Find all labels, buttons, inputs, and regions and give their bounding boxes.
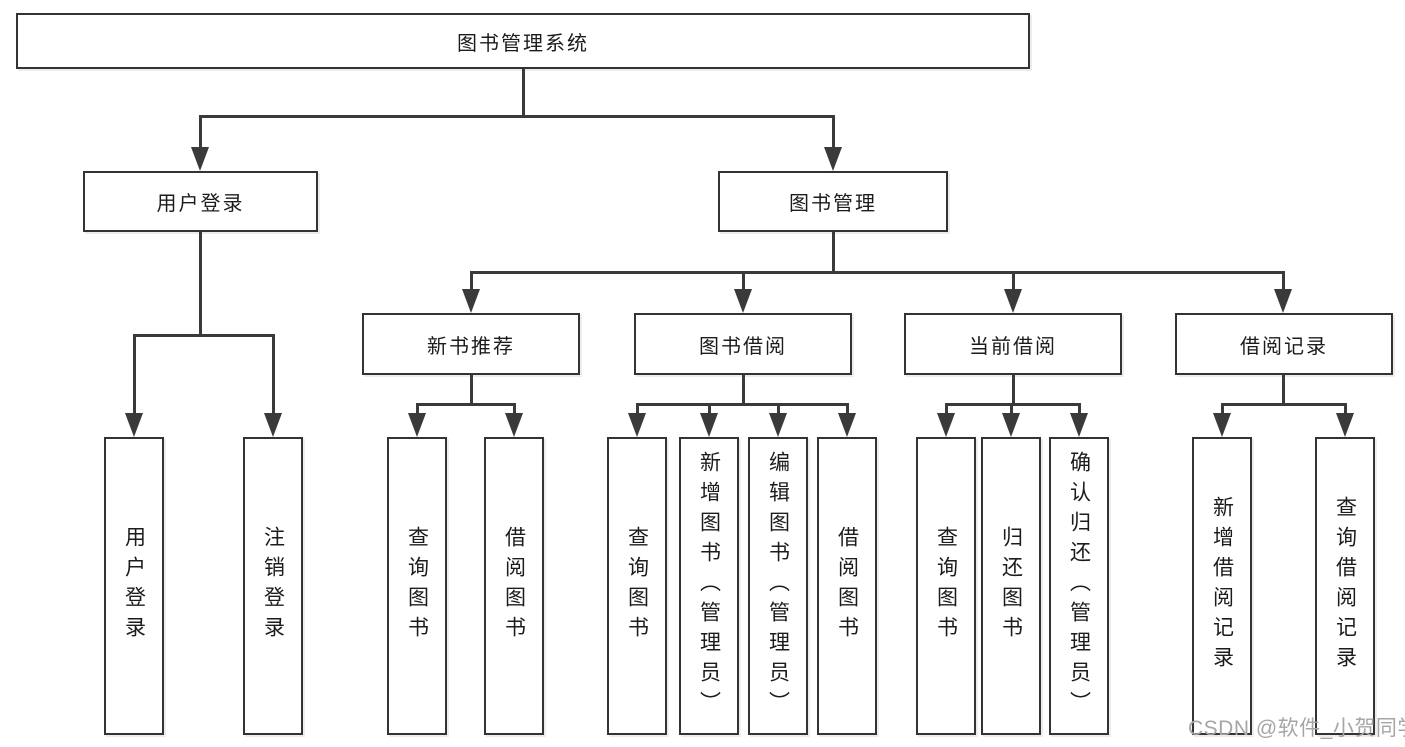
- connector-line: [199, 115, 835, 118]
- node-book-management-label: 图书管理: [789, 193, 877, 215]
- leaf-borrow-books: 借阅图书: [817, 437, 877, 735]
- leaf-return-books-label: 归还图书: [999, 526, 1023, 646]
- arrow-down-icon: [1274, 289, 1292, 313]
- connector-line: [1221, 403, 1346, 406]
- connector-line: [1344, 403, 1347, 415]
- leaf-logout: 注销登录: [243, 437, 303, 735]
- connector-line: [199, 115, 202, 149]
- arrow-down-icon: [1002, 413, 1020, 437]
- connector-line: [1078, 403, 1081, 415]
- connector-line: [470, 271, 473, 291]
- connector-line: [522, 69, 525, 117]
- connector-line: [742, 271, 745, 291]
- node-new-book-recommend-label: 新书推荐: [427, 335, 515, 358]
- connector-line: [133, 334, 275, 337]
- node-user-login: 用户登录: [83, 171, 318, 232]
- leaf-query-books: 查询图书: [916, 437, 976, 735]
- node-borrowing-records: 借阅记录: [1175, 313, 1393, 375]
- connector-line: [513, 403, 516, 415]
- connector-line: [742, 375, 745, 406]
- leaf-query-borrow-record-label: 查询借阅记录: [1333, 496, 1357, 676]
- connector-line: [1012, 271, 1015, 291]
- connector-line: [416, 403, 419, 415]
- connector-line: [1221, 403, 1224, 415]
- leaf-borrow-books-label: 借阅图书: [502, 526, 526, 646]
- node-user-login-label: 用户登录: [156, 193, 245, 215]
- connector-line: [945, 403, 948, 415]
- leaf-add-books-admin-label: 新增图书（管理员）: [697, 451, 721, 721]
- connector-line: [272, 334, 275, 415]
- node-book-borrowing-label: 图书借阅: [699, 335, 787, 358]
- leaf-add-borrow-record: 新增借阅记录: [1192, 437, 1252, 735]
- arrow-down-icon: [462, 289, 480, 313]
- arrow-down-icon: [734, 289, 752, 313]
- connector-line: [1282, 375, 1285, 406]
- leaf-return-books: 归还图书: [981, 437, 1041, 735]
- connector-line: [470, 271, 1285, 274]
- connector-line: [636, 403, 639, 415]
- connector-line: [777, 403, 780, 415]
- leaf-confirm-return-admin: 确认归还（管理员）: [1049, 437, 1109, 735]
- leaf-edit-books-admin-label: 编辑图书（管理员）: [766, 451, 790, 721]
- arrow-down-icon: [1070, 413, 1088, 437]
- node-root: 图书管理系统: [16, 13, 1030, 69]
- arrow-down-icon: [700, 413, 718, 437]
- leaf-borrow-books: 借阅图书: [484, 437, 544, 735]
- arrow-down-icon: [769, 413, 787, 437]
- arrow-down-icon: [1336, 413, 1354, 437]
- connector-line: [846, 403, 849, 415]
- arrow-down-icon: [125, 413, 143, 437]
- leaf-query-borrow-record: 查询借阅记录: [1315, 437, 1375, 735]
- leaf-user-login: 用户登录: [104, 437, 164, 735]
- connector-line: [945, 403, 1081, 406]
- connector-line: [133, 334, 136, 415]
- node-book-borrowing: 图书借阅: [634, 313, 852, 375]
- connector-line: [470, 375, 473, 406]
- leaf-user-login-label: 用户登录: [122, 526, 146, 646]
- connector-line: [832, 115, 835, 149]
- leaf-add-books-admin: 新增图书（管理员）: [679, 437, 739, 735]
- leaf-borrow-books-label: 借阅图书: [835, 526, 859, 646]
- arrow-down-icon: [838, 413, 856, 437]
- leaf-edit-books-admin: 编辑图书（管理员）: [748, 437, 808, 735]
- connector-line: [199, 232, 202, 335]
- arrow-down-icon: [824, 147, 842, 171]
- node-current-borrowing: 当前借阅: [904, 313, 1122, 375]
- connector-line: [416, 403, 516, 406]
- arrow-down-icon: [408, 413, 426, 437]
- csdn-watermark: CSDN @软件_小贺同学: [1188, 717, 1405, 740]
- arrow-down-icon: [628, 413, 646, 437]
- leaf-query-books: 查询图书: [607, 437, 667, 735]
- arrow-down-icon: [1004, 289, 1022, 313]
- arrow-down-icon: [1213, 413, 1231, 437]
- connector-line: [832, 232, 835, 273]
- arrow-down-icon: [264, 413, 282, 437]
- leaf-query-books-label: 查询图书: [934, 526, 958, 646]
- arrow-down-icon: [937, 413, 955, 437]
- leaf-confirm-return-admin-label: 确认归还（管理员）: [1067, 451, 1091, 721]
- leaf-logout-label: 注销登录: [261, 526, 285, 646]
- arrow-down-icon: [191, 147, 209, 171]
- leaf-add-borrow-record-label: 新增借阅记录: [1210, 496, 1234, 676]
- connector-line: [1282, 271, 1285, 291]
- connector-line: [1012, 375, 1015, 406]
- leaf-query-books-label: 查询图书: [625, 526, 649, 646]
- node-new-book-recommend: 新书推荐: [362, 313, 580, 375]
- leaf-query-books: 查询图书: [387, 437, 447, 735]
- node-root-label: 图书管理系统: [457, 32, 589, 55]
- node-borrowing-records-label: 借阅记录: [1240, 335, 1328, 358]
- arrow-down-icon: [505, 413, 523, 437]
- leaf-query-books-label: 查询图书: [405, 526, 429, 646]
- connector-line: [636, 403, 848, 406]
- node-current-borrowing-label: 当前借阅: [969, 335, 1057, 358]
- connector-line: [708, 403, 711, 415]
- connector-line: [1010, 403, 1013, 415]
- node-book-management: 图书管理: [718, 171, 948, 232]
